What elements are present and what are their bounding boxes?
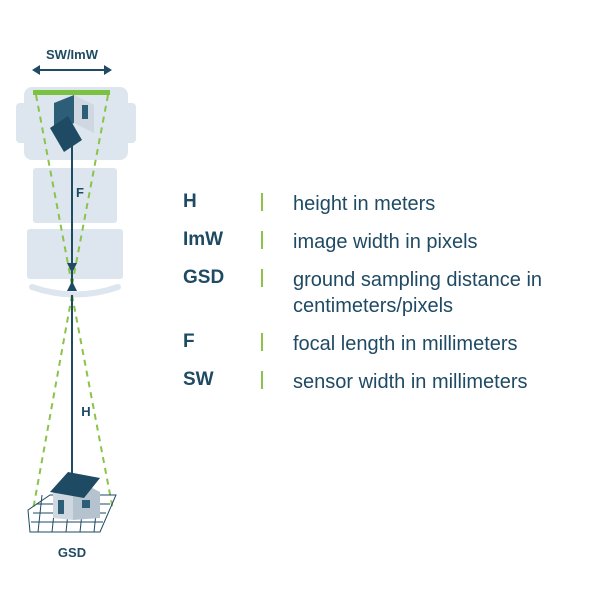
lens-arrow <box>67 281 77 291</box>
legend: H height in meters ImW image width in pi… <box>183 189 595 405</box>
legend-description: height in meters <box>293 193 436 215</box>
sensor-width-label: SW/ImW <box>46 47 99 62</box>
image-house-icon <box>50 95 94 152</box>
legend-separator <box>261 269 263 287</box>
legend-separator <box>261 333 263 351</box>
legend-row-h: H height in meters <box>183 189 595 227</box>
legend-key: H <box>183 191 197 212</box>
legend-separator <box>261 231 263 249</box>
focal-label: F <box>76 185 84 200</box>
legend-key: SW <box>183 369 214 390</box>
sensor-width-arrow <box>32 65 112 75</box>
legend-row-imw: ImW image width in pixels <box>183 227 595 265</box>
legend-row-sw: SW sensor width in millimeters <box>183 367 595 405</box>
legend-key: ImW <box>183 229 224 250</box>
legend-separator <box>261 371 263 389</box>
lower-dashed-cone <box>32 294 114 511</box>
legend-key: F <box>183 331 195 352</box>
height-label: H <box>81 404 90 419</box>
legend-separator <box>261 193 263 211</box>
legend-key: GSD <box>183 267 225 288</box>
legend-description: image width in pixels <box>293 231 478 253</box>
legend-description: focal length in millimeters <box>293 333 518 355</box>
legend-description: ground sampling distance in centimeters/… <box>293 269 543 317</box>
lens-arrow-down <box>67 263 77 273</box>
legend-row-f: F focal length in millimeters <box>183 329 595 367</box>
legend-description: sensor width in millimeters <box>293 371 528 393</box>
gsd-label: GSD <box>58 545 86 560</box>
sensor-bar <box>33 90 110 95</box>
house-icon <box>50 472 100 520</box>
legend-row-gsd: GSD ground sampling distance in centimet… <box>183 265 595 329</box>
